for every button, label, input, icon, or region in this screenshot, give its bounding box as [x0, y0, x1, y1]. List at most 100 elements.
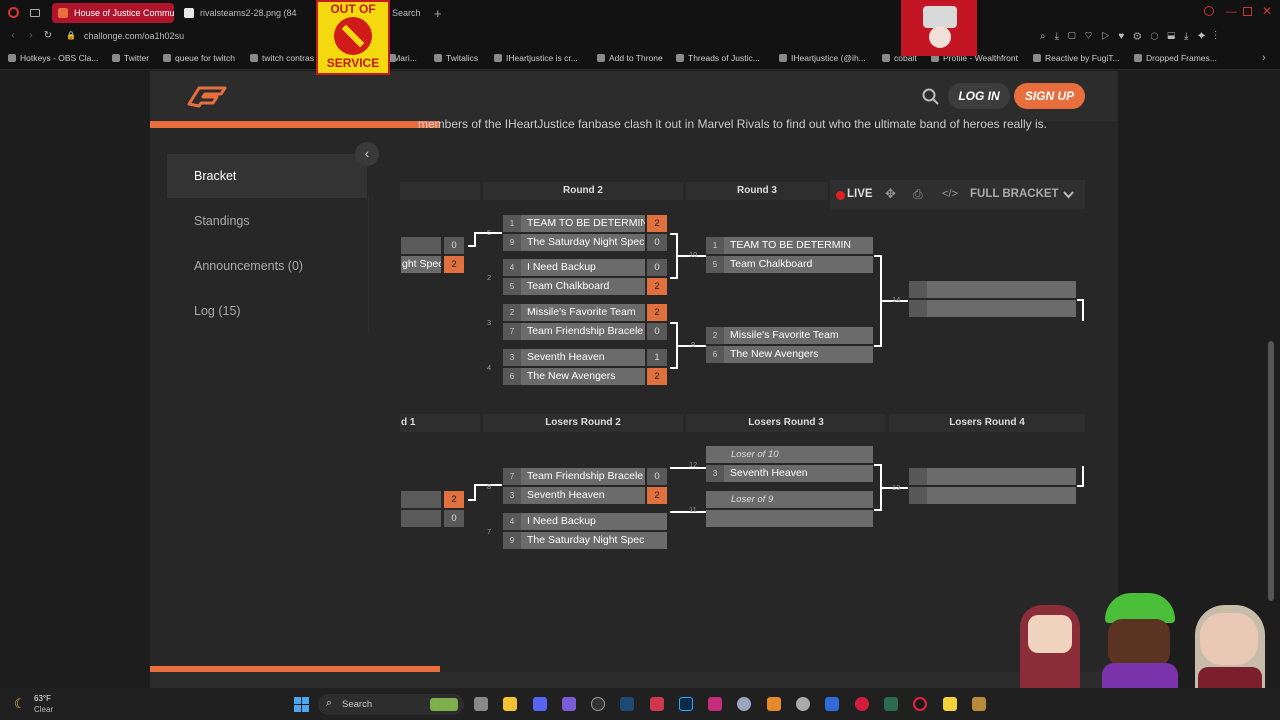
browser-logo-icon[interactable]: [8, 7, 19, 18]
page-scrollbar[interactable]: [1268, 341, 1274, 601]
tab-rivalsteams-png[interactable]: rivalsteams2-28.png (84: [178, 3, 298, 23]
bookmark-threads-of-justice[interactable]: Threads of Justic...: [676, 53, 760, 63]
bracket-slot[interactable]: Seventh Heaven: [724, 465, 873, 482]
bookmark-dropped-frames[interactable]: Dropped Frames...: [1134, 53, 1217, 63]
bookmark-cobalt[interactable]: cobalt: [882, 53, 917, 63]
bookmark-twitalics[interactable]: Twitalics: [434, 53, 478, 63]
window-maximize-icon[interactable]: [1243, 7, 1252, 16]
bracket-connector: [678, 345, 706, 347]
app-red-icon[interactable]: [650, 697, 664, 711]
login-button[interactable]: LOG IN: [948, 83, 1010, 109]
bracket-slot-empty[interactable]: [401, 491, 441, 508]
fullscreen-move-icon[interactable]: ✥: [885, 186, 896, 201]
bracket-slot[interactable]: Missile's Favorite Team: [521, 304, 645, 321]
full-bracket-dropdown[interactable]: FULL BRACKET: [970, 188, 1059, 200]
bracket-slot-empty[interactable]: [927, 300, 1076, 317]
app-photo-icon[interactable]: [972, 697, 986, 711]
bracket-connector: [1077, 299, 1084, 301]
tab-search[interactable]: Search: [370, 3, 430, 23]
app-pink-icon[interactable]: [708, 697, 722, 711]
out-of-service-text-bottom: SERVICE: [326, 56, 380, 70]
weather-temp[interactable]: 63°F: [34, 694, 51, 703]
bookmark-iheartjustice-ih[interactable]: IHeartjustice (@ih...: [779, 53, 866, 63]
bracket-slot-empty[interactable]: [927, 281, 1076, 298]
app-gear-icon[interactable]: [796, 697, 810, 711]
challonge-logo-icon[interactable]: [187, 84, 227, 108]
app-grid-icon[interactable]: [562, 697, 576, 711]
taskbar-search-box[interactable]: ⌕ Search: [318, 694, 464, 715]
sidebar-item-log[interactable]: Log (15): [194, 304, 241, 318]
new-tab-icon[interactable]: +: [434, 6, 442, 21]
bracket-slot-empty[interactable]: [927, 468, 1076, 485]
bracket-slot[interactable]: I Need Backup: [521, 513, 667, 530]
window-minimize-icon[interactable]: —: [1226, 6, 1237, 18]
file-explorer-icon[interactable]: [503, 697, 517, 711]
sidebar-item-bracket[interactable]: Bracket: [167, 154, 367, 198]
bracket-slot-empty[interactable]: [401, 510, 441, 527]
bookmark-hotkeys[interactable]: Hotkeys - OBS Cla...: [8, 53, 98, 63]
app-globe-icon[interactable]: [737, 697, 751, 711]
obs-icon[interactable]: [591, 697, 605, 711]
bracket-slot-empty[interactable]: [927, 487, 1076, 504]
bracket-slot[interactable]: Team Friendship Bracele: [521, 468, 645, 485]
bracket-slot[interactable]: The New Avengers: [521, 368, 645, 385]
live-label[interactable]: LIVE: [847, 188, 873, 200]
bracket-slot[interactable]: Missile's Favorite Team: [724, 327, 873, 344]
steam-icon[interactable]: [620, 697, 634, 711]
bookmark-queue[interactable]: queue for twitch: [163, 53, 235, 63]
photoshop-icon[interactable]: [679, 697, 693, 711]
search-icon[interactable]: [922, 88, 939, 105]
bracket-slot-empty[interactable]: [706, 510, 873, 527]
bookmark-reactive[interactable]: Reactive by FugiT...: [1033, 53, 1120, 63]
start-button[interactable]: [294, 697, 309, 712]
bracket-slot[interactable]: Team Chalkboard: [724, 256, 873, 273]
bracket-slot[interactable]: The Saturday Night Spec: [521, 234, 645, 251]
forward-icon[interactable]: ›: [29, 30, 33, 41]
tab-house-of-justice[interactable]: House of Justice Commun: [52, 3, 174, 23]
bracket-slot-empty[interactable]: [401, 237, 441, 254]
window-close-icon[interactable]: ✕: [1262, 4, 1273, 18]
bracket-slot[interactable]: TEAM TO BE DETERMIN: [724, 237, 873, 254]
bracket-slot[interactable]: Team Chalkboard: [521, 278, 645, 295]
bookmark-add-to-throne[interactable]: Add to Throne: [597, 53, 663, 63]
print-icon[interactable]: ⎙: [913, 187, 923, 201]
discord-icon[interactable]: [533, 697, 547, 711]
chevron-down-icon[interactable]: [1063, 191, 1074, 199]
sidebar-item-standings[interactable]: Standings: [194, 214, 250, 228]
bookmark-wealthfront[interactable]: Profile - Wealthfront: [931, 53, 1018, 63]
bracket-slot-partial[interactable]: ght Spec: [401, 256, 441, 273]
bookmark-twitch-contras[interactable]: twitch contras: [250, 53, 314, 63]
bracket-slot[interactable]: I Need Backup: [521, 259, 645, 276]
app-play-icon[interactable]: [855, 697, 869, 711]
app-cone-icon[interactable]: [767, 697, 781, 711]
bookmarks-more-icon[interactable]: ›: [1262, 52, 1266, 64]
embed-code-icon[interactable]: </>: [942, 188, 958, 200]
url-field[interactable]: challonge.com/oa1h02su: [84, 31, 185, 41]
search-tabs-icon[interactable]: [1204, 6, 1214, 16]
bookmark-mari[interactable]: - Mari...: [388, 53, 417, 63]
bracket-slot[interactable]: The New Avengers: [724, 346, 873, 363]
reload-icon[interactable]: ↻: [43, 30, 53, 41]
app-blue-icon[interactable]: [825, 697, 839, 711]
task-view-icon[interactable]: [474, 697, 488, 711]
signup-button[interactable]: SIGN UP: [1014, 83, 1085, 109]
bracket-slot[interactable]: Seventh Heaven: [521, 349, 645, 366]
bookmark-twitter[interactable]: Twitter: [112, 53, 149, 63]
bracket-slot-pending[interactable]: Loser of 10: [706, 446, 873, 463]
sidebar-item-announcements[interactable]: Announcements (0): [194, 259, 304, 273]
seed-number: 1: [503, 215, 521, 232]
bracket-slot-pending[interactable]: Loser of 9: [706, 491, 873, 508]
sidebar-toggle-icon[interactable]: [30, 9, 40, 17]
bookmark-iheartjustice-cr[interactable]: IHeartjustice is cr...: [494, 53, 578, 63]
sticky-notes-icon[interactable]: [943, 697, 957, 711]
app-x-icon[interactable]: [884, 697, 898, 711]
collapse-sidebar-button[interactable]: ‹: [355, 142, 379, 166]
opera-gx-icon[interactable]: [913, 697, 927, 711]
bracket-slot[interactable]: The Saturday Night Spec: [521, 532, 667, 549]
bracket-slot[interactable]: Seventh Heaven: [521, 487, 645, 504]
address-bar-row: ‹ › ↻ 🔒 challonge.com/oa1h02su ⌕⤓▢♡▷♥⚙⬡⬓…: [0, 26, 1280, 48]
bracket-slot[interactable]: Team Friendship Bracele: [521, 323, 645, 340]
losers-round-3-header: Losers Round 3: [686, 414, 886, 432]
back-icon[interactable]: ‹: [11, 30, 15, 41]
bracket-slot[interactable]: TEAM TO BE DETERMIN: [521, 215, 645, 232]
